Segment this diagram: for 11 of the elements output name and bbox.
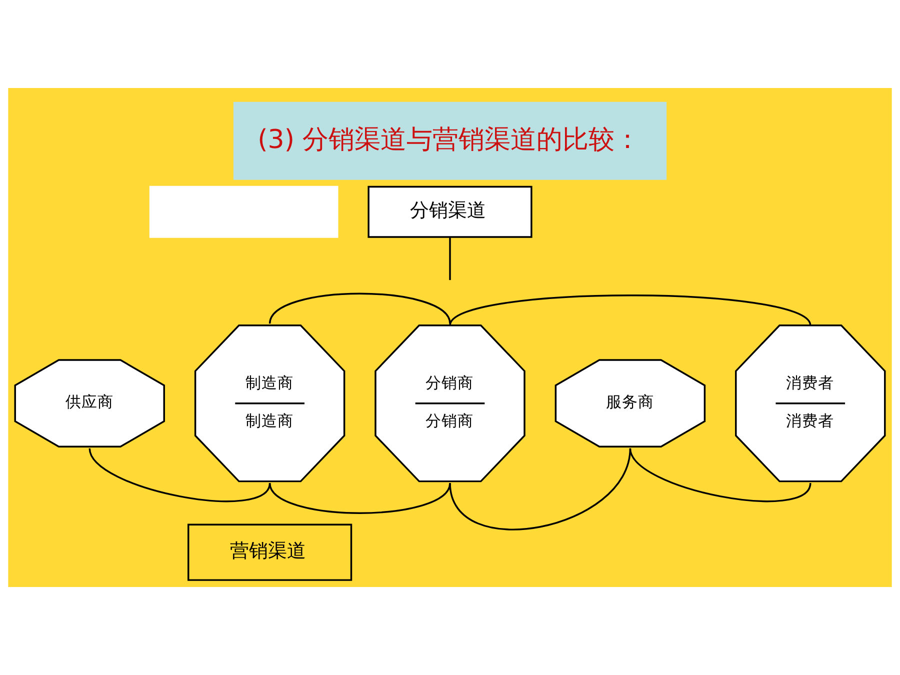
connector — [449, 448, 632, 530]
connector — [269, 292, 451, 324]
connector — [88, 448, 271, 502]
connector — [449, 238, 451, 280]
node-box: 分销渠道 — [368, 186, 532, 238]
diagram-title: (3) 分销渠道与营销渠道的比较： — [258, 124, 641, 155]
connector — [449, 294, 812, 326]
node-box — [149, 186, 338, 238]
connector — [269, 482, 451, 514]
node-box: 营销渠道 — [188, 524, 352, 581]
connector — [629, 448, 812, 502]
